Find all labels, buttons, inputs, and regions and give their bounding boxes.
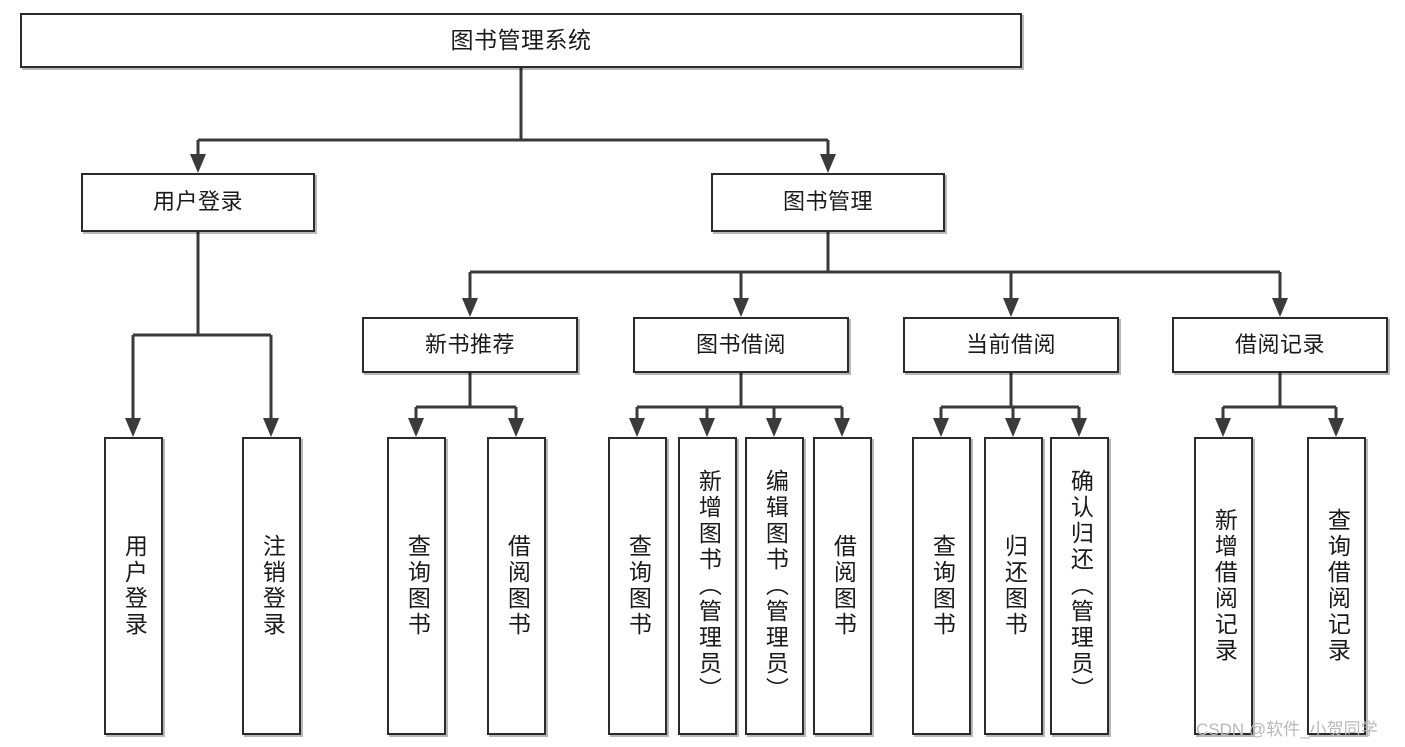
node-book-borrow-label: 图书借阅: [695, 331, 786, 357]
node-leaf-add-book-admin[interactable]: 新增图书（管理员）: [678, 437, 737, 735]
node-leaf-borrow-book-1-label: 借阅图书: [504, 534, 531, 638]
node-book-manage[interactable]: 图书管理: [711, 173, 945, 232]
node-user-login-label: 用户登录: [152, 189, 243, 215]
node-leaf-add-book-admin-label: 新增图书（管理员）: [695, 469, 722, 703]
node-current-borrow-label: 当前借阅: [965, 331, 1056, 357]
node-book-borrow[interactable]: 图书借阅: [633, 317, 849, 373]
node-borrow-record[interactable]: 借阅记录: [1172, 317, 1388, 373]
node-user-login[interactable]: 用户登录: [81, 173, 315, 232]
node-leaf-edit-book-admin-label: 编辑图书（管理员）: [762, 469, 789, 703]
node-leaf-query-book-3-label: 查询图书: [929, 534, 956, 638]
node-leaf-query-borrow-record[interactable]: 查询借阅记录: [1307, 437, 1366, 735]
node-leaf-edit-book-admin[interactable]: 编辑图书（管理员）: [745, 437, 804, 735]
node-leaf-return-book-label: 归还图书: [1001, 534, 1028, 638]
node-leaf-borrow-book-1[interactable]: 借阅图书: [487, 437, 546, 735]
node-leaf-add-borrow-record-label: 新增借阅记录: [1211, 508, 1238, 664]
node-leaf-query-book-1-label: 查询图书: [404, 534, 431, 638]
node-new-book-recommend[interactable]: 新书推荐: [362, 317, 578, 373]
node-leaf-user-login-label: 用户登录: [121, 534, 148, 638]
node-leaf-query-book-2-label: 查询图书: [625, 534, 652, 638]
node-root-label: 图书管理系统: [450, 26, 592, 53]
node-borrow-record-label: 借阅记录: [1234, 331, 1325, 357]
node-leaf-query-book-2[interactable]: 查询图书: [608, 437, 667, 735]
node-leaf-query-book-1[interactable]: 查询图书: [387, 437, 446, 735]
node-current-borrow[interactable]: 当前借阅: [903, 317, 1119, 373]
node-leaf-user-login[interactable]: 用户登录: [104, 437, 163, 735]
node-leaf-borrow-book-2-label: 借阅图书: [830, 534, 857, 638]
node-leaf-user-logout[interactable]: 注销登录: [242, 437, 301, 735]
node-leaf-user-logout-label: 注销登录: [259, 534, 286, 638]
node-root[interactable]: 图书管理系统: [20, 13, 1022, 68]
node-book-manage-label: 图书管理: [782, 189, 873, 215]
node-leaf-add-borrow-record[interactable]: 新增借阅记录: [1194, 437, 1253, 735]
csdn-watermark: CSDN @软件_小贺同学: [1196, 720, 1378, 739]
node-leaf-query-borrow-record-label: 查询借阅记录: [1324, 508, 1351, 664]
node-leaf-return-book[interactable]: 归还图书: [984, 437, 1043, 735]
node-leaf-borrow-book-2[interactable]: 借阅图书: [813, 437, 872, 735]
node-new-book-recommend-label: 新书推荐: [424, 331, 515, 357]
node-leaf-confirm-return-admin[interactable]: 确认归还（管理员）: [1050, 437, 1109, 735]
node-leaf-confirm-return-admin-label: 确认归还（管理员）: [1067, 469, 1094, 703]
node-leaf-query-book-3[interactable]: 查询图书: [912, 437, 971, 735]
